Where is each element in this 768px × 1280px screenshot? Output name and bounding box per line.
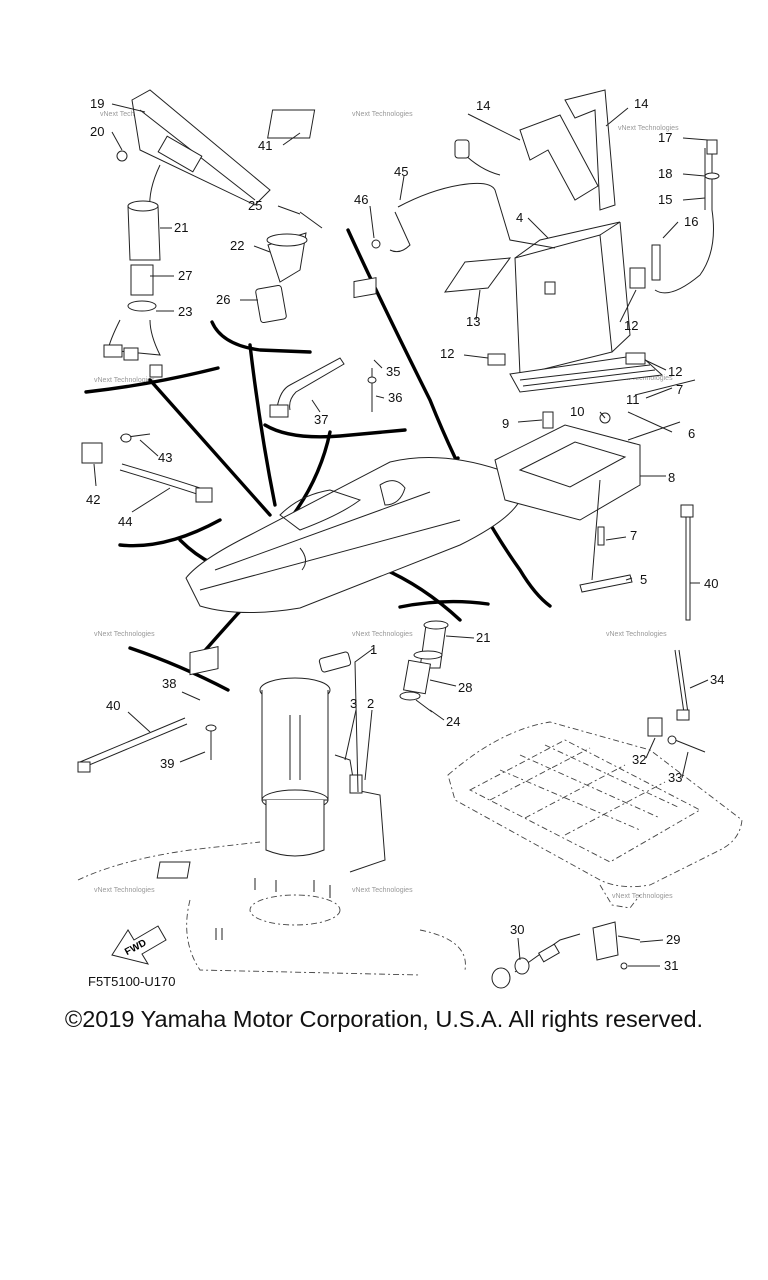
callout-14a: 14	[476, 98, 490, 113]
callout-21b: 21	[476, 630, 490, 645]
callout-13: 13	[466, 314, 480, 329]
callout-19: 19	[90, 96, 104, 111]
holder-41	[267, 109, 316, 139]
watermark: vNext Technologies	[100, 111, 161, 118]
hatch-frame	[447, 721, 743, 909]
callout-20: 20	[90, 124, 104, 139]
callout-32: 32	[632, 752, 646, 767]
callout-16: 16	[684, 214, 698, 229]
callout-4: 4	[516, 210, 523, 225]
callout-29: 29	[666, 932, 680, 947]
fuel-cap-group	[255, 211, 323, 324]
callout-40b: 40	[106, 698, 120, 713]
drain-group-29-31	[491, 921, 641, 989]
callout-39: 39	[160, 756, 174, 771]
callout-40a: 40	[704, 576, 718, 591]
fuel-tank-outline	[77, 841, 466, 976]
callout-36: 36	[388, 390, 402, 405]
battery-tray	[494, 379, 696, 621]
callout-7b: 7	[676, 382, 683, 397]
clip-group-38-40	[77, 646, 219, 773]
watercraft-hull	[185, 457, 521, 614]
callout-35: 35	[386, 364, 400, 379]
watermark: vNext Technologies	[352, 111, 413, 118]
callout-10: 10	[570, 404, 584, 419]
callout-6: 6	[688, 426, 695, 441]
watermark: vNext Technologies	[606, 631, 667, 638]
battery-group	[371, 89, 720, 393]
callout-22: 22	[230, 238, 244, 253]
parts-exploded-diagram: vNext Technologies vNext Technologies vN…	[77, 89, 743, 989]
callout-14b: 14	[634, 96, 648, 111]
callout-21: 21	[174, 220, 188, 235]
callout-27: 27	[178, 268, 192, 283]
clip-group-32-34	[647, 649, 706, 753]
callout-46: 46	[354, 192, 368, 207]
callout-7: 7	[630, 528, 637, 543]
leader-lines	[93, 103, 709, 967]
callout-17: 17	[658, 130, 672, 145]
filler-parts-21-28-24	[399, 620, 449, 713]
watermark: vNext Technologies	[94, 887, 155, 894]
callout-9: 9	[502, 416, 509, 431]
callout-numbers: 19 20 21 27 23 25 22 26 41 14 14 17 18 1…	[86, 96, 724, 973]
callout-5: 5	[640, 572, 647, 587]
callout-45: 45	[394, 164, 408, 179]
callout-23: 23	[178, 304, 192, 319]
callout-1: 1	[370, 642, 377, 657]
callout-41: 41	[258, 138, 272, 153]
watermark: vNext Technologies	[612, 893, 673, 900]
group-brackets	[84, 228, 552, 692]
clip-group-35-37	[269, 277, 377, 418]
watermark: vNext Technologies	[94, 377, 155, 384]
clip-group-42-44	[81, 433, 213, 503]
fuel-pump-assembly	[156, 651, 386, 879]
callout-44: 44	[118, 514, 132, 529]
callout-25: 25	[248, 198, 262, 213]
callout-3: 3	[350, 696, 357, 711]
callout-42: 42	[86, 492, 100, 507]
callout-11: 11	[626, 392, 640, 407]
callout-12c: 12	[668, 364, 682, 379]
drawing-code: F5T5100-U170	[88, 974, 176, 989]
callout-8: 8	[668, 470, 675, 485]
watermark: vNext Technologies	[94, 631, 155, 638]
callout-33: 33	[668, 770, 682, 785]
watermark: vNext Technologies	[618, 125, 679, 132]
meter-assembly	[103, 89, 271, 378]
callout-24: 24	[446, 714, 460, 729]
watermark: vNext Technologies	[612, 375, 673, 382]
forward-arrow: FWD	[111, 925, 167, 965]
watermarks: vNext Technologies vNext Technologies vN…	[94, 111, 679, 900]
callout-2: 2	[367, 696, 374, 711]
callout-26: 26	[216, 292, 230, 307]
callout-28: 28	[458, 680, 472, 695]
callout-18: 18	[658, 166, 672, 181]
callout-38: 38	[162, 676, 176, 691]
callout-43: 43	[158, 450, 172, 465]
watermark: vNext Technologies	[352, 631, 413, 638]
callout-12b: 12	[440, 346, 454, 361]
callout-34: 34	[710, 672, 724, 687]
watermark: vNext Technologies	[352, 887, 413, 894]
callout-15: 15	[658, 192, 672, 207]
copyright-notice: ©2019 Yamaha Motor Corporation, U.S.A. A…	[64, 1006, 704, 1032]
callout-12a: 12	[624, 318, 638, 333]
callout-30: 30	[510, 922, 524, 937]
callout-37: 37	[314, 412, 328, 427]
callout-31: 31	[664, 958, 678, 973]
